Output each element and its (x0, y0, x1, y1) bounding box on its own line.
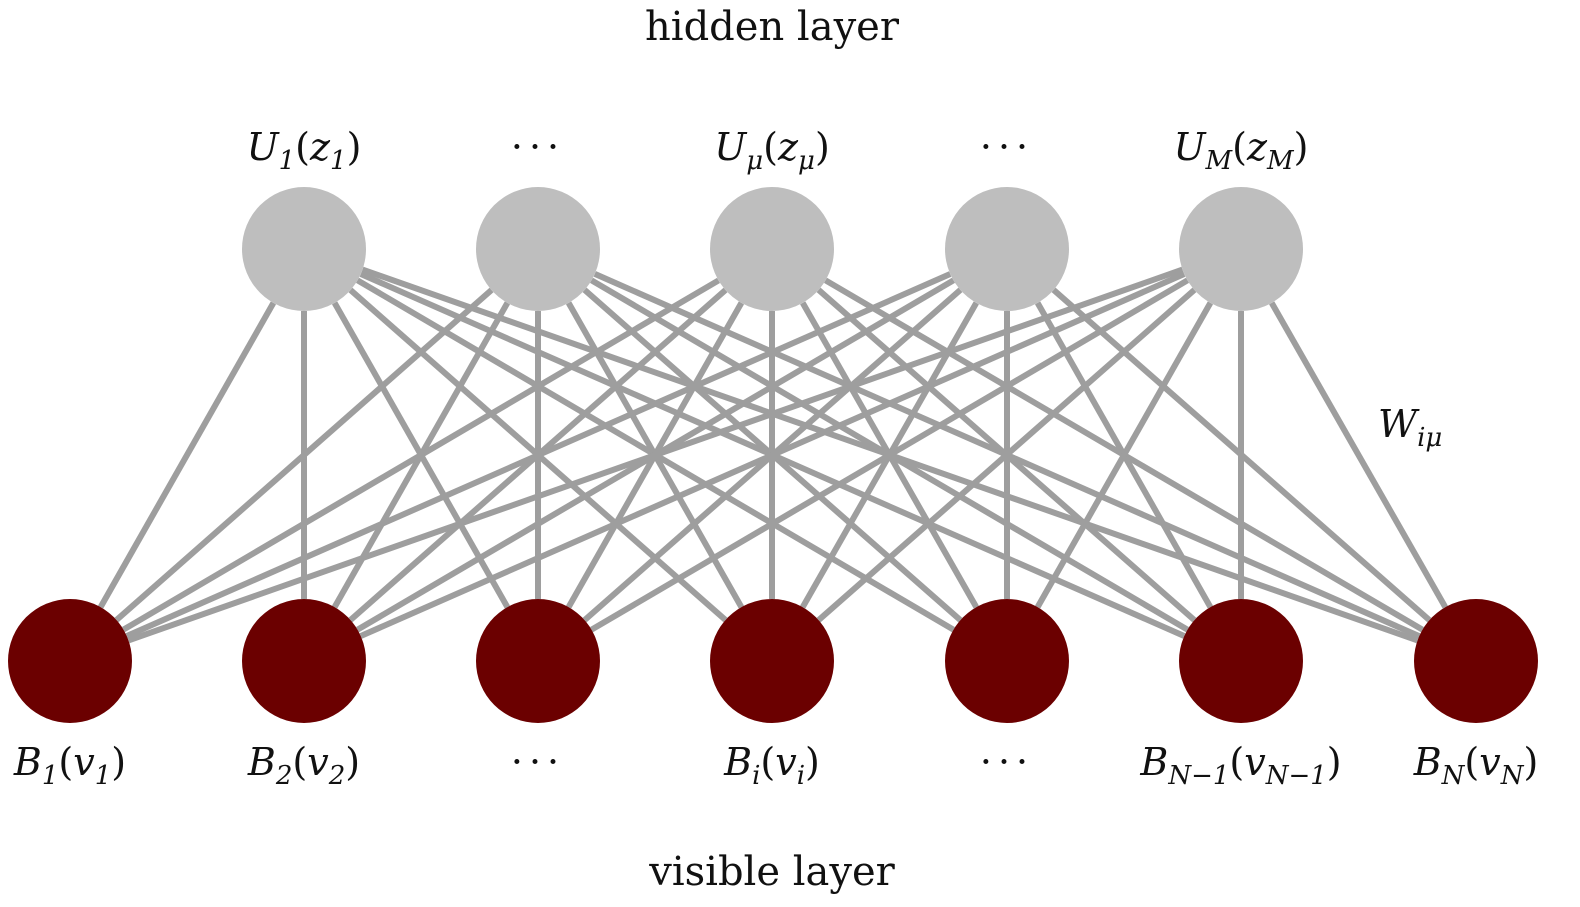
hidden-unit-ellipsis-4: ··· (980, 125, 1034, 169)
visible-node-1 (8, 599, 132, 723)
hidden-unit-label-3: Uμ(zμ) (714, 125, 830, 176)
visible-unit-ellipsis-5: ··· (980, 740, 1034, 784)
hidden-node-3 (710, 187, 834, 311)
weight-edge-h3-v1 (121, 277, 721, 633)
hidden-layer-labels: U1(z1) ··· Uμ(zμ) ··· UM(zM) (247, 125, 1309, 176)
visible-node-4 (710, 599, 834, 723)
visible-unit-label-7: BN(vN) (1413, 740, 1539, 791)
visible-unit-label-1: B1(v1) (13, 740, 126, 791)
hidden-layer-title: hidden layer (645, 4, 900, 50)
visible-layer-title: visible layer (648, 849, 895, 895)
visible-node-2 (242, 599, 366, 723)
visible-unit-label-2: B2(v2) (247, 740, 360, 791)
visible-node-7 (1414, 599, 1538, 723)
visible-layer-nodes (8, 599, 1538, 723)
visible-unit-ellipsis-3: ··· (511, 740, 565, 784)
weight-edge-h5-v1 (127, 266, 1184, 644)
hidden-node-4 (945, 187, 1069, 311)
weight-label-main: W (1378, 402, 1420, 446)
weight-edge-h5-v7 (1269, 301, 1448, 609)
weight-edge-h5-v4 (816, 287, 1197, 623)
weight-edge-h1-v1 (97, 301, 277, 609)
weight-edge-h2-v1 (114, 287, 494, 623)
hidden-node-2 (476, 187, 600, 311)
visible-node-5 (945, 599, 1069, 723)
visible-layer-labels: B1(v1) B2(v2) ··· Bi(vi) ··· BN−1(vN−1) BN(vN) (13, 740, 1538, 791)
weight-label-sub: iμ (1417, 423, 1442, 453)
hidden-node-5 (1179, 187, 1303, 311)
hidden-unit-ellipsis-2: ··· (511, 125, 565, 169)
hidden-unit-label-5: UM(zM) (1174, 125, 1309, 176)
hidden-layer-nodes (242, 187, 1303, 311)
weight-edges (97, 266, 1448, 644)
weight-label: Wiμ (1378, 402, 1442, 453)
visible-node-6 (1179, 599, 1303, 723)
visible-node-3 (476, 599, 600, 723)
visible-unit-label-4: Bi(vi) (723, 740, 820, 791)
weight-edge-h5-v2 (359, 271, 1186, 639)
hidden-node-1 (242, 187, 366, 311)
weight-edge-h5-v3 (589, 277, 1190, 633)
visible-unit-label-6: BN−1(vN−1) (1139, 740, 1341, 791)
weight-edge-h4-v1 (125, 271, 952, 639)
hidden-unit-label-1: U1(z1) (247, 125, 362, 176)
weight-edge-h5-v5 (1034, 301, 1214, 609)
